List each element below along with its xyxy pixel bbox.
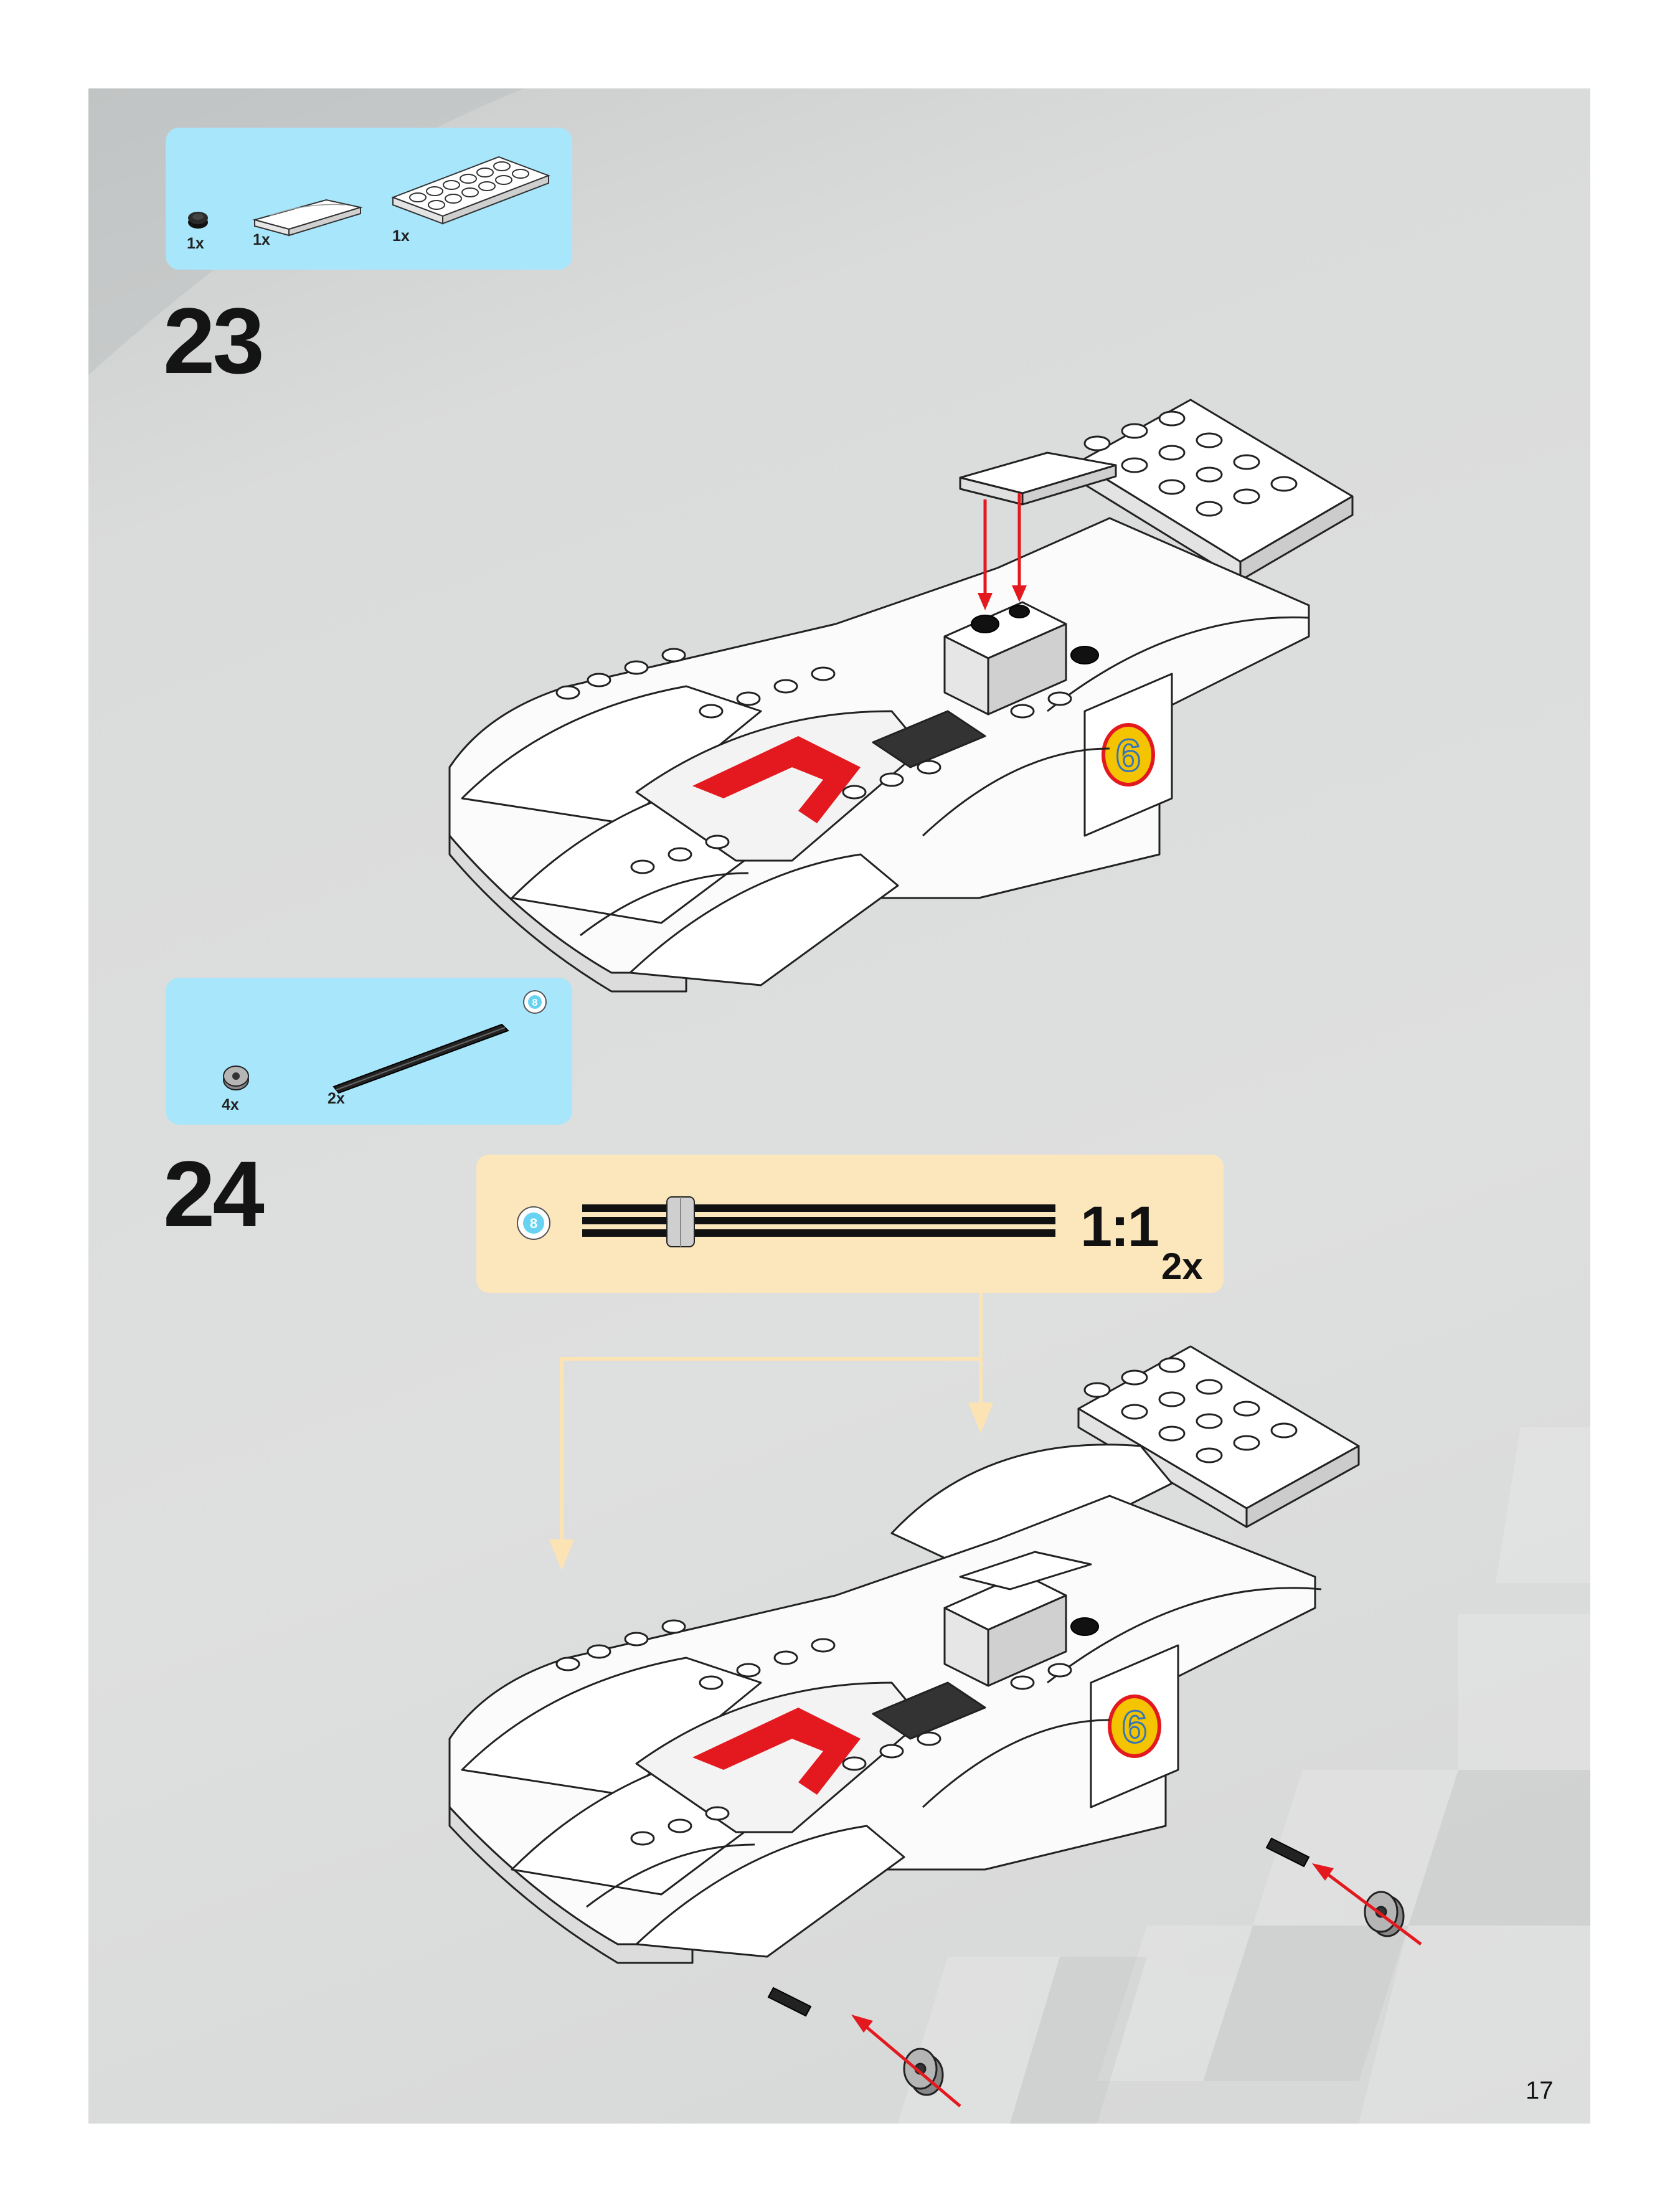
step-number: 24: [163, 1141, 265, 1246]
plate-2x6-icon: [391, 156, 550, 225]
bush-icon: [223, 1066, 249, 1090]
callout-leader-lines: [549, 1293, 993, 1571]
axle-length-number: 8: [532, 998, 538, 1008]
parts-list-step-24: 4x 2x 8: [166, 978, 572, 1125]
axle-callout: 8 1:1 2x: [476, 1155, 1224, 1293]
axle-length-badge: 8: [523, 990, 547, 1014]
car-model-step-24: 6: [448, 1345, 1422, 2107]
part-qty: 1x: [187, 235, 204, 252]
placement-arrows: [978, 493, 1027, 610]
part-qty: 4x: [222, 1096, 239, 1113]
part-qty: 1x: [392, 227, 410, 245]
round-plate-icon: [188, 212, 208, 229]
page-number: 17: [1526, 2077, 1554, 2104]
instruction-page: 1x 1x 1x 23: [88, 88, 1590, 2124]
car-number: 6: [1116, 731, 1141, 781]
parts-list-step-23: 1x 1x 1x: [166, 128, 572, 270]
scale-label: 1:1: [1080, 1195, 1159, 1259]
axle-icon: [333, 1023, 509, 1094]
part-qty: 1x: [253, 231, 270, 248]
axle-1to1-drawing: [582, 1196, 1055, 1247]
placement-arrows: [851, 1863, 1422, 2107]
checker-background: [88, 88, 1590, 2124]
callout-length-number: 8: [530, 1216, 537, 1231]
curved-slope-icon: [252, 199, 363, 237]
car-number: 6: [1122, 1703, 1147, 1752]
car-model-step-23: 6: [448, 399, 1354, 993]
callout-length-badge: 8: [517, 1206, 550, 1240]
callout-count: 2x: [1161, 1245, 1203, 1287]
step-number: 23: [163, 288, 265, 393]
part-qty: 2x: [328, 1090, 345, 1107]
